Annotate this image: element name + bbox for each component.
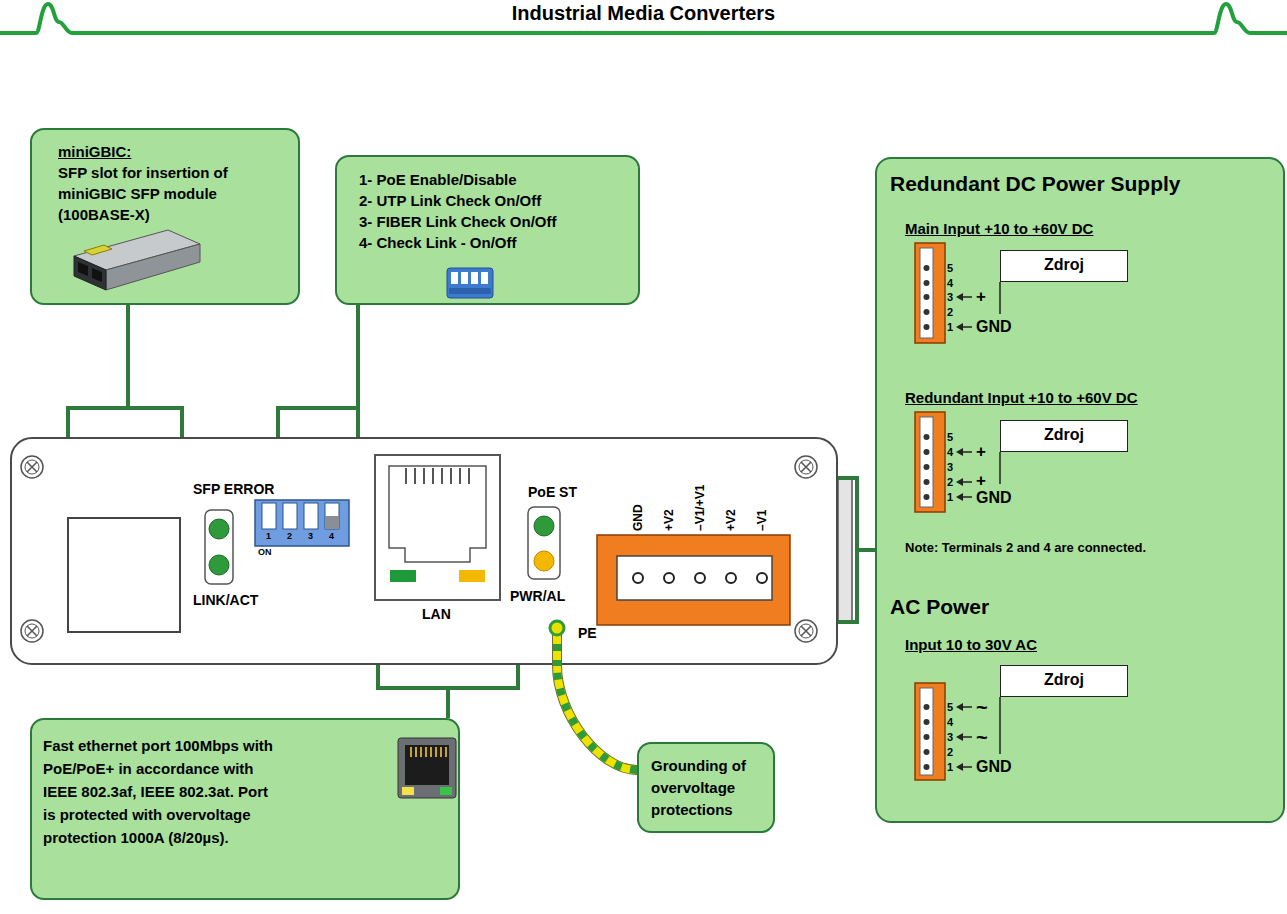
pin-number: 1 <box>947 321 953 333</box>
ground-label: PE <box>578 625 597 642</box>
ac-mark: ~ <box>976 696 988 718</box>
callout-box: 1- PoE Enable/Disable2- UTP Link Check O… <box>335 155 640 305</box>
terminal-name: +V2 <box>662 509 676 531</box>
bracket-connector <box>838 478 875 622</box>
page-title: Industrial Media Converters <box>0 1 1287 25</box>
source-box: Zdroj <box>1000 665 1128 697</box>
poe-leds <box>528 507 560 579</box>
source-name: Zdroj <box>1001 251 1127 279</box>
pin-name: GND <box>976 489 1012 507</box>
switch-function: 2- UTP Link Check On/Off <box>359 190 624 211</box>
terminal-name: +V2 <box>724 509 738 531</box>
led-label: SFP ERROR <box>193 481 274 498</box>
panel-heading: AC Power <box>890 594 989 619</box>
connector-line <box>68 305 182 437</box>
screw <box>795 456 817 478</box>
screw <box>795 620 817 642</box>
connector-line <box>557 665 637 770</box>
connector-line <box>278 305 358 437</box>
terminal-name: –V1 <box>755 510 769 531</box>
bracket-connector <box>278 305 358 437</box>
polarity-mark: + <box>976 443 986 461</box>
port-label: LAN <box>422 606 451 623</box>
callout-text: Fast ethernet port 100Mbps with PoE/PoE+… <box>43 734 275 849</box>
callout-box: Fast ethernet port 100Mbps with PoE/PoE+… <box>30 718 460 900</box>
power-panel: Redundant DC Power SupplyMain Input +10 … <box>875 157 1285 823</box>
note-text: Note: Terminals 2 and 4 are connected. <box>905 540 1146 556</box>
bracket-connector <box>68 305 182 437</box>
source-box: Zdroj <box>1000 420 1128 452</box>
converter-front-art <box>10 437 838 665</box>
pin-number: 2 <box>947 306 953 318</box>
connector-line <box>378 665 518 718</box>
polarity-mark: + <box>976 288 986 306</box>
pin-number: 3 <box>947 291 953 303</box>
pin-number: 3 <box>947 731 953 743</box>
power-terminal-block <box>597 535 790 625</box>
terminal-name: GND <box>631 504 645 531</box>
terminal-name: –V1/+V1 <box>693 485 707 531</box>
switch-function: 3- FIBER Link Check On/Off <box>359 211 624 232</box>
ac-mark: ~ <box>976 726 988 748</box>
callout-box: Grounding of overvoltage protections <box>637 742 775 833</box>
callout-text: SFP slot for insertion of miniGBIC SFP m… <box>58 162 266 225</box>
rj45-socket <box>375 455 500 600</box>
led-label: LINK/ACT <box>193 592 258 609</box>
ground-wire <box>550 621 564 666</box>
switch-function: 1- PoE Enable/Disable <box>359 169 624 190</box>
screw <box>21 456 43 478</box>
pin-number: 5 <box>947 431 953 443</box>
pin-name: GND <box>976 758 1012 776</box>
pin-number: 4 <box>947 277 953 289</box>
bracket-connector <box>378 665 518 718</box>
screw <box>21 620 43 642</box>
switch-function: 4- Check Link - On/Off <box>359 232 624 253</box>
sfp-slot <box>68 518 180 632</box>
panel-heading: Redundant DC Power Supply <box>890 171 1181 196</box>
converter-front-panel: SFP ERROR LINK/ACT LAN PoE ST PWR/AL PE <box>10 437 838 665</box>
pin-number: 5 <box>947 262 953 274</box>
source-name: Zdroj <box>1001 421 1127 449</box>
dip-number: 2 <box>287 531 292 541</box>
dip-number: 4 <box>329 531 334 541</box>
connector-line <box>557 665 637 770</box>
dip-switch <box>255 500 349 546</box>
dip-number: 3 <box>308 531 313 541</box>
connector-line <box>838 478 875 622</box>
pin-number: 3 <box>947 461 953 473</box>
input-heading: Redundant Input +10 to +60V DC <box>905 388 1138 407</box>
callout-text: Grounding of overvoltage protections <box>651 755 765 821</box>
pin-number: 1 <box>947 491 953 503</box>
source-name: Zdroj <box>1001 666 1127 694</box>
sfp-leds <box>205 510 233 584</box>
pin-number: 2 <box>947 476 953 488</box>
ground-wire-connector <box>557 665 637 770</box>
pin-number: 2 <box>947 746 953 758</box>
led-label: PWR/AL <box>510 588 565 605</box>
pin-number: 4 <box>947 716 953 728</box>
input-heading: Main Input +10 to +60V DC <box>905 219 1093 238</box>
dip-number: 1 <box>266 531 271 541</box>
connector-line <box>557 665 637 770</box>
input-heading: Input 10 to 30V AC <box>905 635 1037 654</box>
housing-side-tab <box>838 478 852 622</box>
led-label: PoE ST <box>528 484 577 501</box>
pin-number: 5 <box>947 701 953 713</box>
pin-number: 4 <box>947 446 953 458</box>
pin-number: 1 <box>947 761 953 773</box>
source-box: Zdroj <box>1000 250 1128 282</box>
polarity-mark: + <box>976 472 986 490</box>
callout-box: miniGBIC:SFP slot for insertion of miniG… <box>30 128 300 305</box>
pin-name: GND <box>976 318 1012 336</box>
dip-on-mark: ON <box>258 547 272 557</box>
callout-heading: miniGBIC: <box>58 141 284 162</box>
